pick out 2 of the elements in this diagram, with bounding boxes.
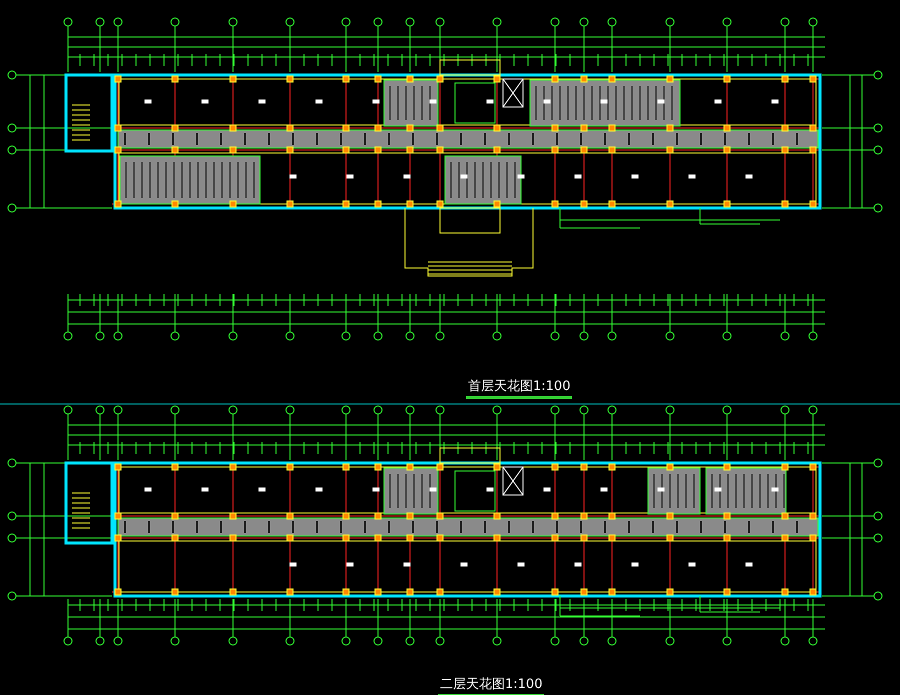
drawing-title: 首层天花图1:100 xyxy=(466,377,572,399)
drawing-title: 二层天花图1:100 xyxy=(438,675,544,695)
